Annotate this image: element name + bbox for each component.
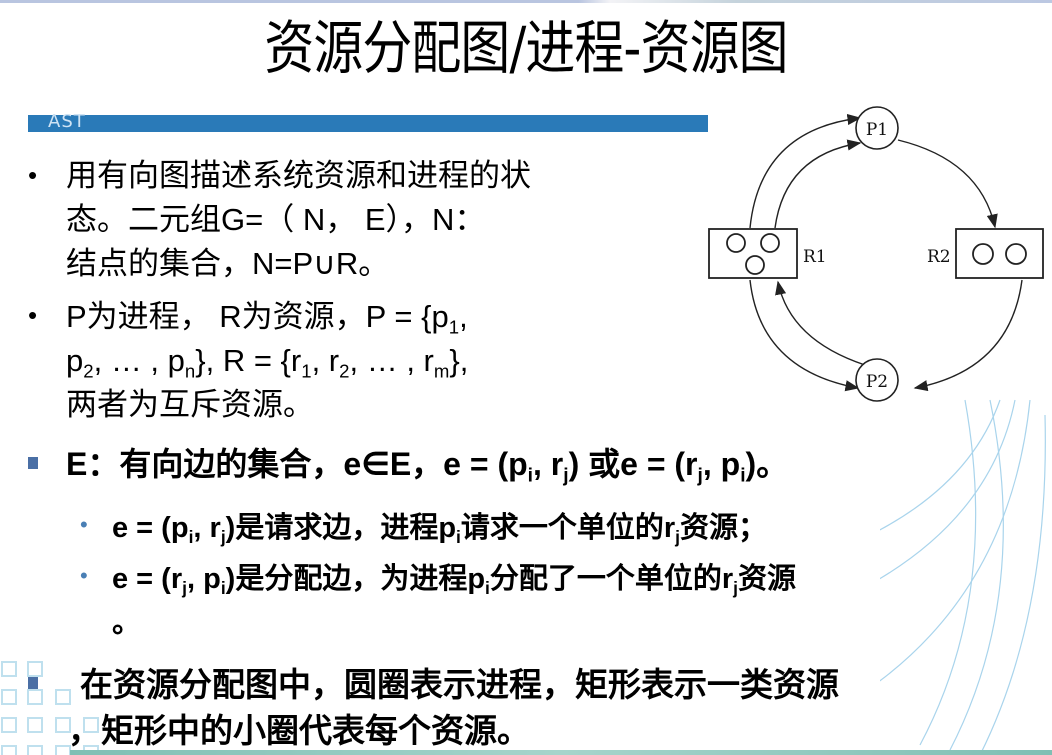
resource-instance — [1005, 243, 1027, 265]
top-border-line — [0, 0, 1052, 3]
bullet-line: 在资源分配图中，圆圈表示进程，矩形表示一类资源 — [80, 666, 839, 703]
resource-instance — [745, 255, 765, 275]
resource-instance — [726, 233, 746, 253]
edge-r1-p1-inner — [774, 139, 862, 229]
sub-bullet-dot-icon: • — [80, 563, 88, 588]
bullet-line: P为进程， R为资源，P = {p1, — [66, 299, 468, 338]
bottom-accent-bar — [70, 750, 1052, 755]
decorative-arcs — [880, 399, 1046, 755]
decorative-square-grid — [1, 661, 99, 755]
svg-text:R2: R2 — [927, 247, 951, 267]
process-node-p1: P1 — [855, 106, 899, 150]
bullet-dot-icon: • — [28, 160, 38, 190]
bullet-process-resource-sets: P为进程， R为资源，P = {p1, p2, … , pn}, R = {r1… — [66, 295, 686, 427]
bullet-edge-set: E：有向边的集合，e∈E，e = (pi, rj) 或e = (rj, pi)。 — [66, 446, 789, 487]
process-node-p2: P2 — [855, 358, 899, 402]
sub-bullet-allocation-edge: e = (rj, pi)是分配边，为进程pi分配了一个单位的rj资源 。 — [112, 557, 1042, 645]
edge-r1-p1-outer — [749, 113, 862, 229]
edge-r2-p2 — [913, 279, 1023, 392]
sub-bullet-dot-icon: • — [80, 512, 88, 537]
wrapped-period: 。 — [112, 607, 142, 639]
resource-node-r2: R2 — [927, 228, 1044, 279]
sub-bullet-request-edge: e = (pi, rj)是请求边，进程pi请求一个单位的rj资源； — [112, 512, 768, 548]
bullet-dot-icon: • — [28, 300, 38, 330]
bullet-line: p2, … , pn}, R = {r1, r2, … , rm}, — [66, 343, 469, 382]
bullet-line: 结点的集合，N=P∪R。 — [66, 246, 390, 281]
edge-r1-p2 — [749, 279, 860, 392]
header-logo: AST — [48, 111, 86, 132]
resource-instance — [972, 243, 994, 265]
bullet-line: 用有向图描述系统资源和进程的状 — [66, 158, 531, 193]
resource-allocation-diagram: P1 P2 R1 R2 — [708, 106, 1044, 402]
bullet-diagram-legend: 在资源分配图中，圆圈表示进程，矩形表示一类资源 ，矩形中的小圈代表每个资源。 — [68, 662, 1050, 754]
bullet-line: 两者为互斥资源。 — [66, 387, 314, 422]
svg-text:P2: P2 — [866, 372, 888, 392]
svg-text:R1: R1 — [803, 247, 827, 267]
square-bullet-icon — [28, 677, 38, 689]
resource-node-r1: R1 — [708, 228, 827, 279]
edge-p1-r2 — [897, 139, 998, 229]
square-bullet-icon — [28, 457, 38, 469]
resource-instance — [760, 233, 780, 253]
bullet-line: 态。二元组G=（ N， E），N： — [66, 202, 486, 237]
edge-p2-r1 — [775, 280, 866, 366]
bullet-graph-definition: 用有向图描述系统资源和进程的状 态。二元组G=（ N， E），N： 结点的集合，… — [66, 154, 666, 286]
slide-title: 资源分配图/进程-资源图 — [264, 14, 788, 82]
bullet-line: ，矩形中的小圈代表每个资源。 — [68, 712, 530, 749]
svg-text:P1: P1 — [866, 120, 888, 140]
header-accent-bar: AST — [28, 111, 708, 132]
